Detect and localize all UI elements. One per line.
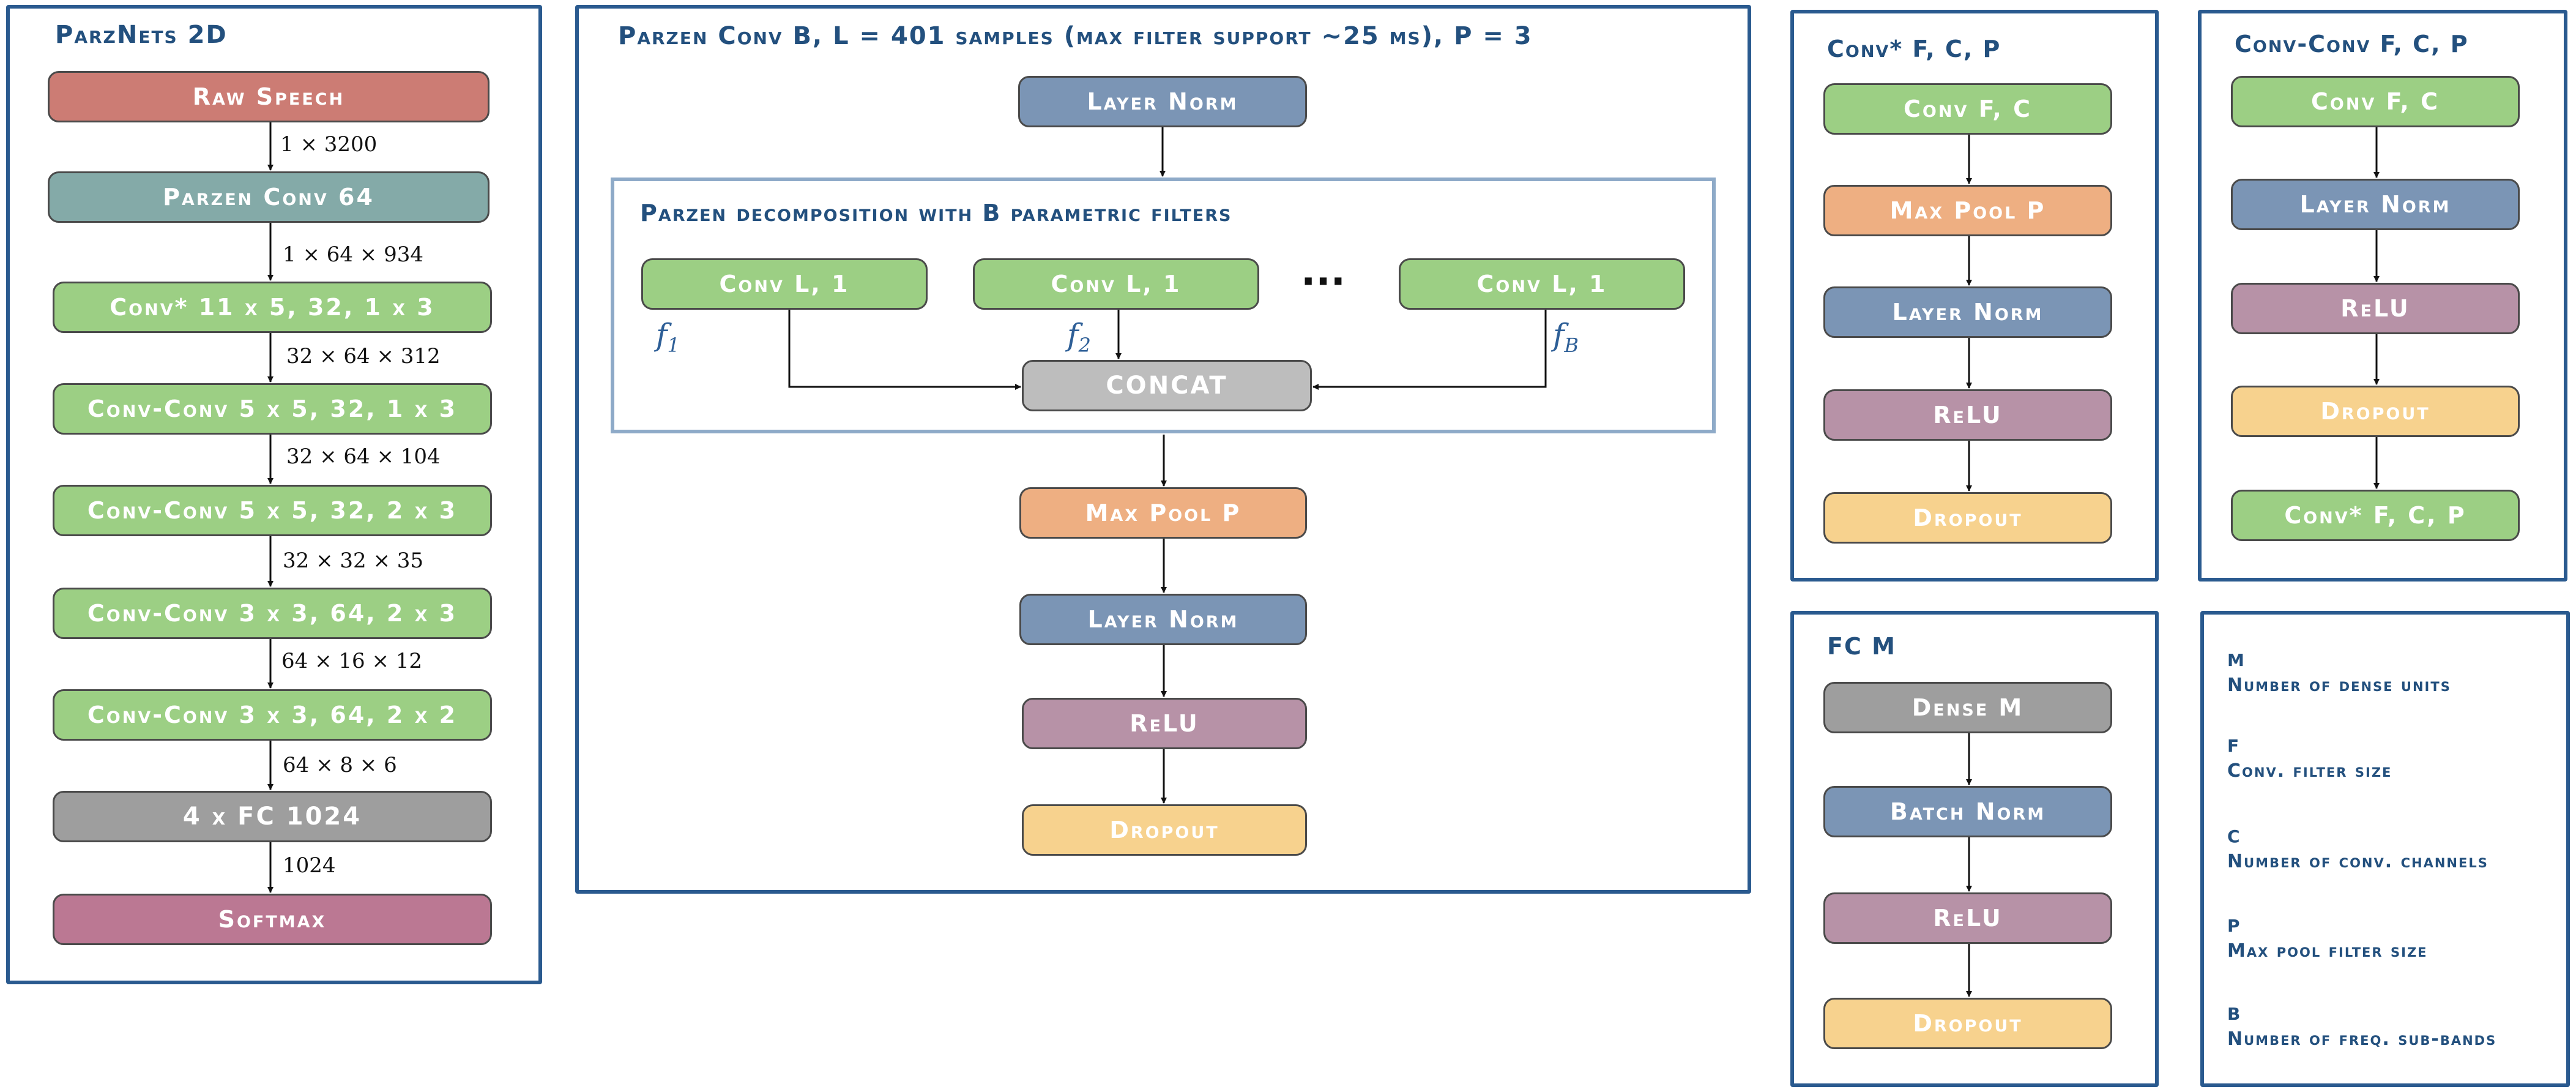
concat-node: CONCAT <box>1022 360 1312 411</box>
dropout-node: Dropout <box>1022 804 1307 856</box>
filter-f1-label: f1 <box>656 317 680 357</box>
ellipsis-text: ··· <box>1301 260 1346 305</box>
conv-star-node: Conv* 11 x 5, 32, 1 x 3 <box>53 282 492 333</box>
p3-dropout-node: Dropout <box>1823 492 2112 544</box>
p4-conv-node: Conv F, C <box>2231 76 2520 127</box>
p3-layer-norm-node: Layer Norm <box>1823 286 2112 338</box>
legend-value-m: Number of dense units <box>2227 675 2451 696</box>
p5-dense-node: Dense M <box>1823 682 2112 733</box>
parznets-2d-panel <box>6 5 542 984</box>
p5-batch-norm-node: Batch Norm <box>1823 786 2112 837</box>
p4-conv-star-node: Conv* F, C, P <box>2231 490 2520 541</box>
raw-speech-node: Raw Speech <box>48 71 490 122</box>
fc-title: FC M <box>1827 633 1896 660</box>
legend-value-c: Number of conv. channels <box>2227 851 2489 872</box>
conv-conv-node-4: Conv-Conv 3 x 3, 64, 2 x 2 <box>53 689 492 741</box>
fc-node: 4 x FC 1024 <box>53 791 492 842</box>
layer-norm-bottom-node: Layer Norm <box>1019 594 1307 645</box>
parzen-conv-title: Parzen Conv B, L = 401 samples (max filt… <box>618 22 1533 50</box>
legend-key-m: M <box>2227 650 2246 670</box>
p4-layer-norm-node: Layer Norm <box>2231 179 2520 230</box>
dim-label-7: 64 × 8 × 6 <box>283 753 397 777</box>
p4-relu-node: ReLU <box>2231 283 2520 334</box>
dim-label-3: 32 × 64 × 312 <box>286 344 441 368</box>
legend-value-p: Max pool filter size <box>2227 940 2428 962</box>
layer-norm-top-node: Layer Norm <box>1018 76 1307 127</box>
dim-label-8: 1024 <box>283 853 336 878</box>
legend-key-p: P <box>2227 916 2241 936</box>
arrow <box>788 310 1021 390</box>
conv-l1-node-b: Conv L, 1 <box>1399 258 1685 310</box>
legend-value-f: Conv. filter size <box>2227 760 2392 782</box>
conv-star-panel <box>1790 10 2159 582</box>
conv-star-title: Conv* F, C, P <box>1827 36 2001 62</box>
dim-label-2: 1 × 64 × 934 <box>283 242 423 267</box>
parzen-conv-node: Parzen Conv 64 <box>48 171 490 223</box>
conv-l1-node-2: Conv L, 1 <box>973 258 1259 310</box>
arrow <box>1312 310 1547 390</box>
p5-relu-node: ReLU <box>1823 892 2112 944</box>
conv-conv-node-3: Conv-Conv 3 x 3, 64, 2 x 3 <box>53 588 492 639</box>
conv-conv-title: Conv-Conv F, C, P <box>2235 31 2469 58</box>
p5-dropout-node: Dropout <box>1823 998 2112 1049</box>
parzen-decomposition-box <box>611 178 1716 433</box>
parznets-2d-title: ParzNets 2D <box>55 21 228 49</box>
dim-label-4: 32 × 64 × 104 <box>286 444 441 469</box>
fc-panel <box>1790 611 2159 1087</box>
conv-l1-node-1: Conv L, 1 <box>641 258 928 310</box>
p4-dropout-node: Dropout <box>2231 386 2520 437</box>
conv-conv-node-1: Conv-Conv 5 x 5, 32, 1 x 3 <box>53 383 492 435</box>
filter-fb-label: fB <box>1553 317 1579 357</box>
filter-f2-label: f2 <box>1067 317 1091 357</box>
dim-label-5: 32 × 32 × 35 <box>283 548 423 573</box>
parzen-decomposition-title: Parzen decomposition with B parametric f… <box>640 200 1232 226</box>
dim-label-1: 1 × 3200 <box>280 132 378 157</box>
legend-key-b: B <box>2227 1004 2242 1024</box>
legend-value-b: Number of freq. sub-bands <box>2227 1028 2497 1050</box>
p3-conv-node: Conv F, C <box>1823 83 2112 135</box>
p3-relu-node: ReLU <box>1823 389 2112 441</box>
conv-conv-panel <box>2198 10 2567 582</box>
p3-max-pool-node: Max Pool P <box>1823 185 2112 236</box>
relu-node: ReLU <box>1022 698 1307 749</box>
max-pool-node: Max Pool P <box>1019 487 1307 539</box>
legend-key-f: F <box>2227 736 2241 756</box>
legend-panel <box>2200 611 2570 1087</box>
parzen-conv-panel <box>575 5 1751 894</box>
dim-label-6: 64 × 16 × 12 <box>281 649 422 673</box>
legend-key-c: C <box>2227 826 2241 847</box>
conv-conv-node-2: Conv-Conv 5 x 5, 32, 2 x 3 <box>53 485 492 536</box>
softmax-node: Softmax <box>53 894 492 945</box>
